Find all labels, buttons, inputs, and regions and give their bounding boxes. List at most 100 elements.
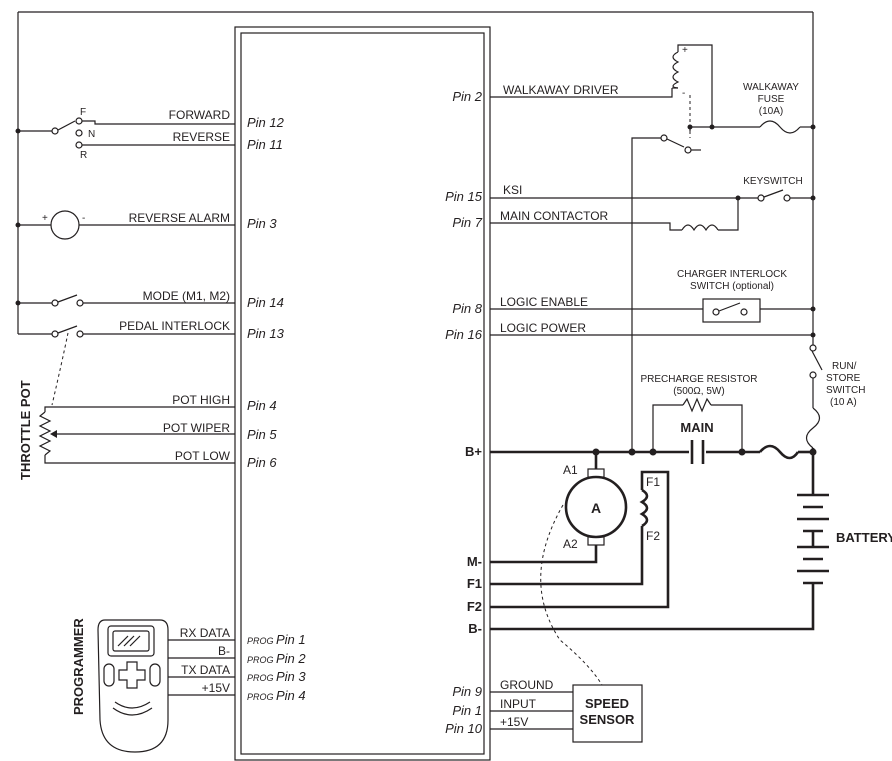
forward-wire [82,120,235,125]
charger-switch-terminal [712,308,720,316]
pin-f2: F2 [467,599,482,614]
mminus-wire [490,545,598,564]
pin-11: Pin 11 [247,137,283,152]
keyswitch-blade [763,189,784,198]
relay-switch-blade [666,138,685,148]
programmer-icon [97,619,169,753]
label-walkaway-driver: WALKAWAY DRIVER [503,83,619,97]
alarm-minus: - [82,213,85,224]
alarm-plus: + [42,213,48,224]
walkaway-bplus-wire [631,137,661,452]
pin-f1: F1 [467,576,482,591]
label-main-contactor: MAIN CONTACTOR [500,209,609,223]
charger-switch-blade [718,302,741,312]
prog-pin-1: Pin 1 [276,632,306,647]
pedal-switch-terminal [76,330,84,338]
mode-switch-terminal [51,299,59,307]
pin-14: Pin 14 [247,295,284,310]
label-reverse-alarm: REVERSE ALARM [129,211,230,225]
label-b-minus: B- [218,644,230,658]
label-pot-low: POT LOW [175,449,231,463]
run-store-terminal [809,344,817,352]
relay-contact [660,134,668,142]
label-tx-data: TX DATA [181,663,230,677]
speed-sensor-box [572,684,643,743]
pedal-switch-terminal [51,330,59,338]
main-fuse-icon [759,444,800,460]
label-charger-2: SWITCH (optional) [690,281,774,292]
label-pot-wiper: POT WIPER [163,421,230,435]
junction-dot [810,195,816,201]
junction-dot [709,124,715,130]
label-f: F [80,107,86,118]
label-run-2: STORE [826,373,861,384]
fr-switch-blade [57,120,76,131]
label-a1: A1 [563,463,578,477]
label-a2: A2 [563,537,578,551]
label-input: INPUT [500,697,537,711]
prog-tag: PROG [247,636,274,646]
run-store-fuse-icon [805,407,821,449]
fr-switch-f-terminal [75,117,83,125]
fr-switch-terminal [51,127,59,135]
pin-7: Pin 7 [452,215,482,230]
pin-4: Pin 4 [247,398,277,413]
label-main: MAIN [680,420,713,435]
pin-8: Pin 8 [452,301,482,316]
label-walkaway-fuse-1: WALKAWAY [743,82,799,93]
label-precharge-1: PRECHARGE RESISTOR [640,374,757,385]
junction-dot [810,124,816,130]
pin-1: Pin 1 [452,703,482,718]
label-precharge-2: (500Ω, 5W) [673,386,724,397]
label-run-4: (10 A) [830,397,857,408]
label-walkaway-fuse-3: (10A) [759,106,783,117]
label-pot-high: POT HIGH [172,393,230,407]
f1-wire [490,526,644,586]
label-sensor-15v: +15V [500,715,528,729]
walkaway-driver-wire [490,88,673,98]
label-throttle-pot: THROTTLE POT [18,380,33,480]
pin-bplus: B+ [465,444,482,459]
prog-pin-2: Pin 2 [276,651,306,666]
pin-bminus: B- [468,621,482,636]
pin-mminus: M- [467,554,482,569]
junction-dot [628,448,636,456]
charger-interlock-box [702,298,761,323]
coil-plus: + [682,45,688,56]
label-rx-data: RX DATA [180,626,230,640]
speed-sensor-linkage [540,504,603,686]
walkaway-fuse-icon [759,120,801,134]
pin-16: Pin 16 [445,327,483,342]
fr-switch-n-terminal [75,129,83,137]
label-logic-power: LOGIC POWER [500,321,586,335]
label-ground: GROUND [500,678,554,692]
walkaway-relay-coil-icon [672,51,680,89]
precharge-wire-left [652,404,683,452]
pot-high-wire [44,406,235,412]
pin-15: Pin 15 [445,189,483,204]
run-store-blade [811,350,823,371]
junction-dot [738,448,746,456]
pedal-pot-linkage [51,332,69,406]
mode-switch-terminal [76,299,84,307]
label-r: R [80,150,87,161]
main-contactor-coil-icon [681,224,719,232]
label-walkaway-fuse-2: FUSE [758,94,785,105]
pin-13: Pin 13 [247,326,285,341]
bminus-bus [490,583,815,631]
label-programmer: PROGRAMMER [71,618,86,715]
precharge-wire-right [711,404,743,452]
prog-tag: PROG [247,692,274,702]
label-reverse: REVERSE [173,130,230,144]
pot-wiper-arrow-icon [50,430,57,438]
prog-pin-3: Pin 3 [276,669,306,684]
prog-pin-4: Pin 4 [276,688,306,703]
controller-inner [240,32,485,755]
pin-6: Pin 6 [247,455,277,470]
charger-switch-terminal [740,308,748,316]
pin-9: Pin 9 [452,684,482,699]
pin-5: Pin 5 [247,427,277,442]
label-field-f1: F1 [646,475,660,489]
pin-3: Pin 3 [247,216,277,231]
controller-outer [234,26,491,761]
